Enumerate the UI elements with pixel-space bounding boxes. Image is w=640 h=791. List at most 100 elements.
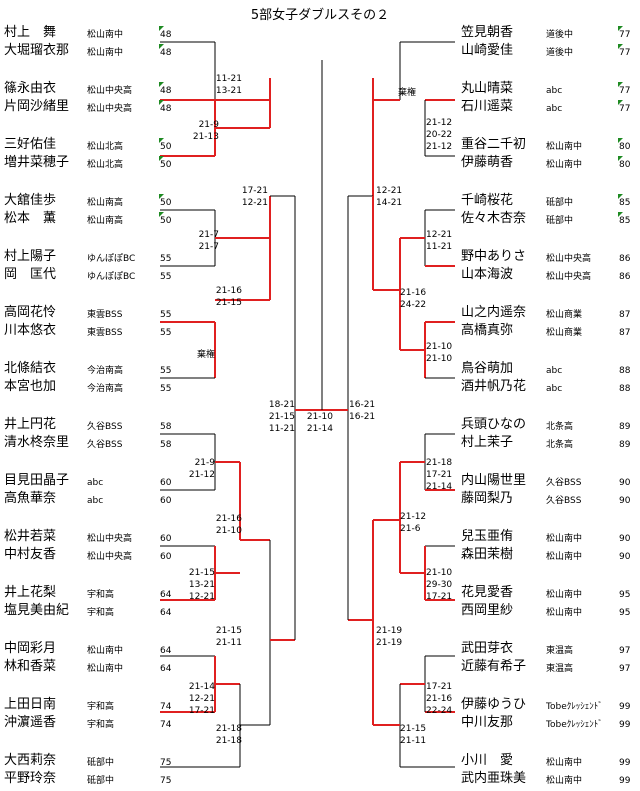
club-name: 松山南中: [546, 590, 583, 600]
player-name: 中村友香: [4, 547, 57, 562]
entry-number: 90: [619, 496, 631, 506]
entry-number: 80: [619, 142, 631, 152]
corner-marker: [618, 194, 623, 199]
club-name: 松山南中: [546, 758, 583, 768]
match-score: 21-10: [426, 354, 453, 364]
corner-marker: [159, 26, 164, 31]
match-score: 13-21: [188, 580, 215, 590]
match-score: 21-9: [198, 120, 219, 130]
entry-number: 74: [160, 702, 172, 712]
match-score: 17-21: [241, 186, 268, 196]
page-title: 5部女子ダブルスその２: [250, 8, 390, 23]
match-score: 12-21: [188, 694, 215, 704]
club-name: 宇和高: [87, 702, 115, 712]
club-name: abc: [87, 478, 104, 488]
match-score: 21-16: [215, 514, 242, 524]
entry-number: 90: [619, 552, 631, 562]
player-name: 井上円花: [4, 417, 57, 432]
player-name: 花見愛香: [461, 585, 514, 600]
entry-number: 86: [619, 254, 631, 264]
club-name: 松山南中: [87, 48, 124, 58]
entry-number: 77: [619, 30, 631, 40]
match-score: 13-21: [215, 86, 242, 96]
match-score: 21-7: [198, 242, 219, 252]
club-name: 松山南中: [546, 142, 583, 152]
entry-number: 87: [619, 328, 631, 338]
corner-marker: [159, 100, 164, 105]
player-name: 山之内遥奈: [461, 305, 527, 320]
player-name: 中川友那: [461, 715, 514, 730]
entry-number: 80: [619, 160, 631, 170]
entry-number: 50: [160, 160, 172, 170]
player-name: 武内亜珠美: [461, 771, 527, 786]
club-name: 松山中央高: [87, 534, 133, 544]
club-name: 今治南高: [87, 366, 124, 376]
player-name: 酒井帆乃花: [461, 379, 527, 394]
club-name: 松山南高: [87, 198, 124, 208]
match-score: 21-19: [376, 638, 403, 648]
player-name: 村上茉子: [461, 435, 514, 450]
match-score: 21-15: [215, 298, 242, 308]
corner-marker: [618, 44, 623, 49]
entry-number: 58: [160, 440, 172, 450]
match-score: 21-9: [194, 458, 215, 468]
player-name: 大堀瑠衣那: [4, 43, 70, 58]
player-name: 北條結衣: [4, 361, 57, 376]
club-name: 松山南中: [546, 160, 583, 170]
match-score: 21-13: [192, 132, 219, 142]
player-name: 高魚華奈: [4, 491, 57, 506]
club-name: 道後中: [546, 30, 574, 40]
entry-number: 48: [160, 30, 172, 40]
club-name: 松山南中: [87, 30, 124, 40]
club-name: 北条高: [546, 440, 574, 450]
club-name: 松山中央高: [546, 254, 592, 264]
entry-number: 55: [160, 384, 172, 394]
entry-number: 99: [619, 776, 631, 786]
club-name: 松山北高: [87, 142, 124, 152]
entry-number: 55: [160, 328, 172, 338]
match-score: 17-21: [426, 470, 453, 480]
entry-number: 77: [619, 104, 631, 114]
player-name: 中岡彩月: [4, 641, 57, 656]
club-name: Tobeｸﾚｯｼｪﾝﾄﾞ: [546, 720, 603, 730]
player-name: 山本海波: [461, 267, 514, 282]
match-score: 21-15: [400, 724, 427, 734]
entry-number: 74: [160, 720, 172, 730]
player-name: 川本悠衣: [4, 323, 57, 338]
club-name: 松山南中: [546, 534, 583, 544]
match-score: 16-21: [349, 400, 376, 410]
player-name: 沖濵遥香: [4, 715, 57, 730]
player-name: 千崎桜花: [461, 193, 514, 208]
entry-number: 55: [160, 272, 172, 282]
player-name: 松本 薫: [4, 211, 57, 226]
player-name: 上田日南: [4, 697, 57, 712]
player-name: 鳥谷萌加: [461, 361, 514, 376]
player-name: 重谷二千初: [461, 137, 527, 152]
player-name: 内山陽世里: [461, 473, 527, 488]
player-name: 笠見朝香: [461, 25, 514, 40]
club-name: 松山中央高: [87, 104, 133, 114]
entry-number: 55: [160, 254, 172, 264]
corner-marker: [618, 138, 623, 143]
player-name: 篠永由衣: [4, 81, 57, 96]
club-name: 松山北高: [87, 160, 124, 170]
entry-number: 77: [619, 86, 631, 96]
entry-number: 85: [619, 216, 631, 226]
player-name: 本宮也加: [4, 379, 57, 394]
player-name: 武田芽衣: [461, 641, 514, 656]
club-name: 砥部中: [87, 776, 115, 786]
club-name: 東雲BSS: [87, 310, 123, 320]
entry-number: 97: [619, 664, 631, 674]
entry-number: 99: [619, 720, 631, 730]
corner-marker: [618, 100, 623, 105]
entry-number: 64: [160, 664, 172, 674]
match-score: 11-21: [426, 242, 453, 252]
club-name: abc: [87, 496, 104, 506]
match-score: 17-21: [426, 682, 453, 692]
entry-number: 55: [160, 310, 172, 320]
club-name: ゆんぽぽBC: [87, 254, 136, 264]
club-name: 久谷BSS: [546, 496, 582, 506]
player-name: 林和香菜: [4, 659, 57, 674]
match-score: 12-21: [241, 198, 268, 208]
